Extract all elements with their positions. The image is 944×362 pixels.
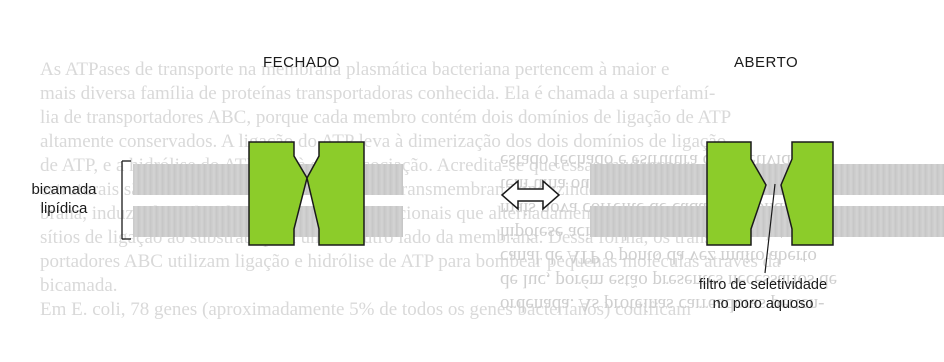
filter-label: filtro de seletividade no poro aquoso (663, 276, 863, 314)
background-text-line: mais diversa família de proteínas transp… (40, 83, 716, 104)
background-text-line: As ATPases de transporte na membrana pla… (40, 59, 670, 80)
closed-channel-right-subunit (306, 141, 365, 246)
background-text-line: bicamada. (40, 275, 118, 296)
closed-channel-left-subunit (248, 141, 308, 246)
background-text-line: lia de transportadores ABC, porque cada … (40, 107, 732, 128)
open-channel-right-subunit (780, 141, 834, 246)
open-state-label: ABERTO (734, 54, 799, 71)
membrane-upper-band-right (590, 164, 944, 195)
bilayer-label-line1: bicamada (31, 181, 97, 198)
bilayer-label-line2: lipídica (40, 200, 88, 217)
double-headed-arrow-icon (500, 179, 561, 211)
filter-label-line2: no poro aquoso (712, 296, 814, 312)
filter-label-line1: filtro de seletividade (698, 277, 828, 293)
filter-leader-line (764, 183, 776, 274)
bilayer-bracket-icon (121, 160, 131, 240)
closed-state-label: FECHADO (263, 54, 340, 71)
background-text-line: Em E. coli, 78 genes (aproximadamente 5%… (40, 299, 692, 320)
background-text-line: portadores ABC utilizam ligação e hidról… (40, 251, 781, 272)
open-channel-left-subunit (706, 141, 767, 246)
bilayer-label: bicamada lipídica (14, 180, 114, 218)
membrane-lower-band-right (590, 206, 944, 237)
